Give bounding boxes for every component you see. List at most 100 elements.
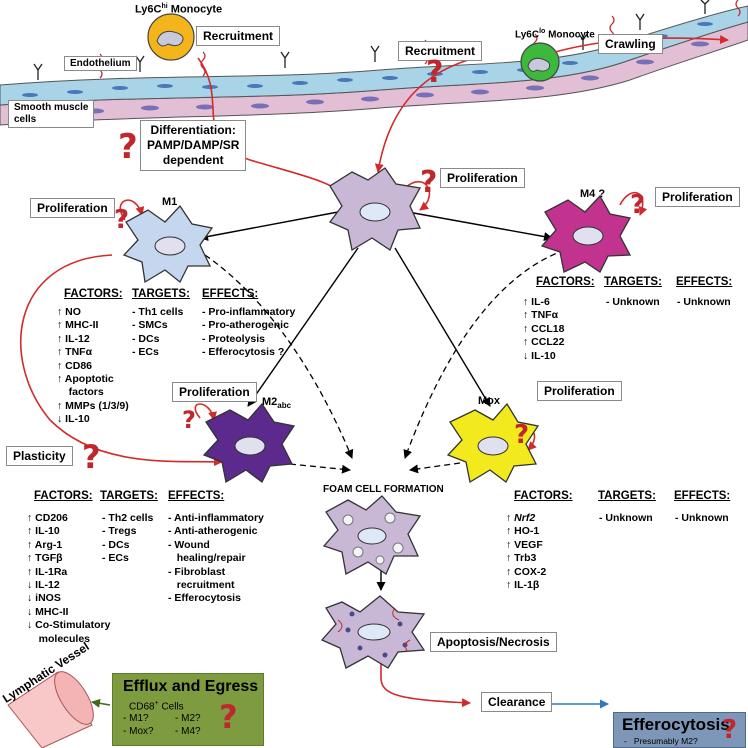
list-item: ↑ HO-1 <box>506 525 540 538</box>
plasticity-box: Plasticity <box>6 446 73 466</box>
list-item: ↑ TNFα <box>523 309 559 322</box>
list-item: - Th2 cells <box>102 512 154 524</box>
list-item: - Th1 cells <box>132 306 184 318</box>
list-item: - Pro-atherogenic <box>202 319 289 332</box>
list-item: - Tregs <box>102 525 137 538</box>
ly6c-hi-label: Ly6Chi Monocyte <box>135 3 223 16</box>
m2-targets-header: TARGETS: <box>100 490 158 502</box>
mox-label: Mox <box>478 395 500 407</box>
list-item: - DCs <box>102 538 130 551</box>
m2-factors-list: ↑ CD206 ↑ IL-10 ↑ Arg-1 ↑ TGFβ ↑ IL-1Ra … <box>27 512 110 646</box>
list-item: - Efferocytosis <box>168 592 241 605</box>
list-item: - Efferocytosis ? <box>202 346 285 359</box>
efflux-arrow <box>91 698 111 708</box>
foam-cell-label: FOAM CELL FORMATION <box>323 484 444 495</box>
list-item: ↑ CCL22 <box>523 336 565 349</box>
list-item: factors <box>57 386 104 399</box>
mox-effects-header: EFFECTS: <box>674 490 731 502</box>
mox-targets-list: - Unknown <box>599 512 653 525</box>
list-item: ↓ IL-12 <box>27 579 60 592</box>
m4-factors-list: ↑ IL-6 ↑ TNFα ↑ CCL18 ↑ CCL22 ↓ IL-10 <box>523 296 564 363</box>
mox-effects-list: - Unknown <box>675 512 729 525</box>
m4-label: M4 ? <box>580 188 606 200</box>
list-item: - ECs <box>132 346 159 359</box>
question-mox-icon: ? <box>514 420 530 450</box>
m2-effects-list: - Anti-inflammatory - Anti-atherogenic -… <box>168 512 264 606</box>
list-item: ↑ COX-2 <box>506 565 547 578</box>
list-item: ↑ Trb3 <box>506 552 537 565</box>
m1-targets-list: - Th1 cells - SMCs - DCs - ECs <box>132 306 183 360</box>
efflux-m4: - M4? <box>175 726 201 737</box>
list-item: ↑ Nrf2 <box>506 512 536 524</box>
list-item: - Pro-inflammatory <box>202 306 296 318</box>
black-arrows <box>199 211 553 591</box>
m4-macrophage <box>540 194 632 273</box>
m4-effects-header: EFFECTS: <box>676 276 733 288</box>
list-item: ↑ CD86 <box>57 359 93 372</box>
list-item: ↑ Arg-1 <box>27 538 63 551</box>
list-item: - Wound <box>168 538 210 551</box>
proliferation-mox-box: Proliferation <box>537 381 622 401</box>
crawling-box: Crawling <box>598 34 663 54</box>
list-item: ↑ IL-6 <box>523 296 550 308</box>
mox-factors-header: FACTORS: <box>514 490 573 502</box>
m4-factors-header: FACTORS: <box>536 276 595 288</box>
efflux-title: Efflux and Egress <box>123 678 259 695</box>
efferocytosis-panel: Efferocytosis - Presumably M2? ? <box>613 712 746 748</box>
m2-macrophage <box>202 402 296 484</box>
efferocytosis-title: Efferocytosis <box>622 715 730 734</box>
list-item: ↑ IL-1β <box>506 579 540 592</box>
differentiation-box: Differentiation: PAMP/DAMP/SR dependent <box>140 120 247 171</box>
proliferation-m4-box: Proliferation <box>655 187 740 207</box>
list-item: ↑ VEGF <box>506 538 543 551</box>
m1-label: M1 <box>162 196 178 208</box>
efflux-m1: - M1? <box>123 713 149 724</box>
list-item: - Proteolysis <box>202 332 266 345</box>
proliferation-m1-box: Proliferation <box>30 198 115 218</box>
list-item: ↑ IL-12 <box>57 332 90 345</box>
list-item: - Anti-atherogenic <box>168 525 258 538</box>
apoptotic-cell <box>320 595 426 669</box>
list-item: ↑ IL-1Ra <box>27 565 68 578</box>
question-differentiation-icon: ? <box>118 127 138 167</box>
vessel-wall <box>0 5 748 126</box>
center-macrophage <box>328 167 422 252</box>
ly6c-lo-label: Ly6Clo Monocyte <box>515 28 595 41</box>
mox-factors-list: ↑ Nrf2 ↑ HO-1 ↑ VEGF ↑ Trb3 ↑ COX-2 ↑ IL… <box>506 512 546 592</box>
m2-effects-header: EFFECTS: <box>168 490 225 502</box>
m2-targets-list: - Th2 cells - Tregs - DCs - ECs <box>102 512 153 566</box>
m1-factors-header: FACTORS: <box>64 288 123 300</box>
list-item: - Fibroblast <box>168 565 226 578</box>
endothelium-label: Endothelium <box>64 56 137 71</box>
question-center-icon: ? <box>420 165 438 200</box>
foam-cell <box>322 495 422 576</box>
m1-factors-list: ↑ NO ↑ MHC-II ↑ IL-12 ↑ TNFα ↑ CD86 ↑ Ap… <box>57 306 129 427</box>
list-item: molecules <box>27 632 91 645</box>
lymphatic-vessel <box>7 671 94 748</box>
m4-effects-list: - Unknown <box>677 296 731 309</box>
list-item: ↑ NO <box>57 306 81 318</box>
recruitment-box-2: Recruitment <box>398 41 483 61</box>
list-item: healing/repair <box>168 552 246 565</box>
question-recruitment-icon: ? <box>426 55 444 90</box>
proliferation-center-box: Proliferation <box>440 168 525 188</box>
efflux-m2: - M2? <box>175 713 201 724</box>
list-item: - Unknown <box>606 296 660 308</box>
mox-targets-header: TARGETS: <box>598 490 656 502</box>
list-item: ↑ CD206 <box>27 512 68 524</box>
list-item: - Unknown <box>677 296 731 308</box>
m1-targets-header: TARGETS: <box>132 288 190 300</box>
proliferation-m2-box: Proliferation <box>172 382 257 402</box>
efflux-panel: Efflux and Egress CD68+ Cells - M1? - M2… <box>112 673 264 746</box>
mox-macrophage <box>446 402 540 484</box>
list-item: ↑ TNFα <box>57 346 93 359</box>
efflux-mox: - Mox? <box>123 726 154 737</box>
list-item: ↓ MHC-II <box>27 605 69 618</box>
question-efflux-icon: ? <box>219 698 238 736</box>
list-item: ↑ IL-10 <box>27 525 60 538</box>
m1-effects-list: - Pro-inflammatory - Pro-atherogenic - P… <box>202 306 295 360</box>
list-item: recruitment <box>168 579 235 592</box>
list-item: ↓ IL-10 <box>57 413 90 426</box>
ly6c-lo-monocyte <box>520 42 560 82</box>
